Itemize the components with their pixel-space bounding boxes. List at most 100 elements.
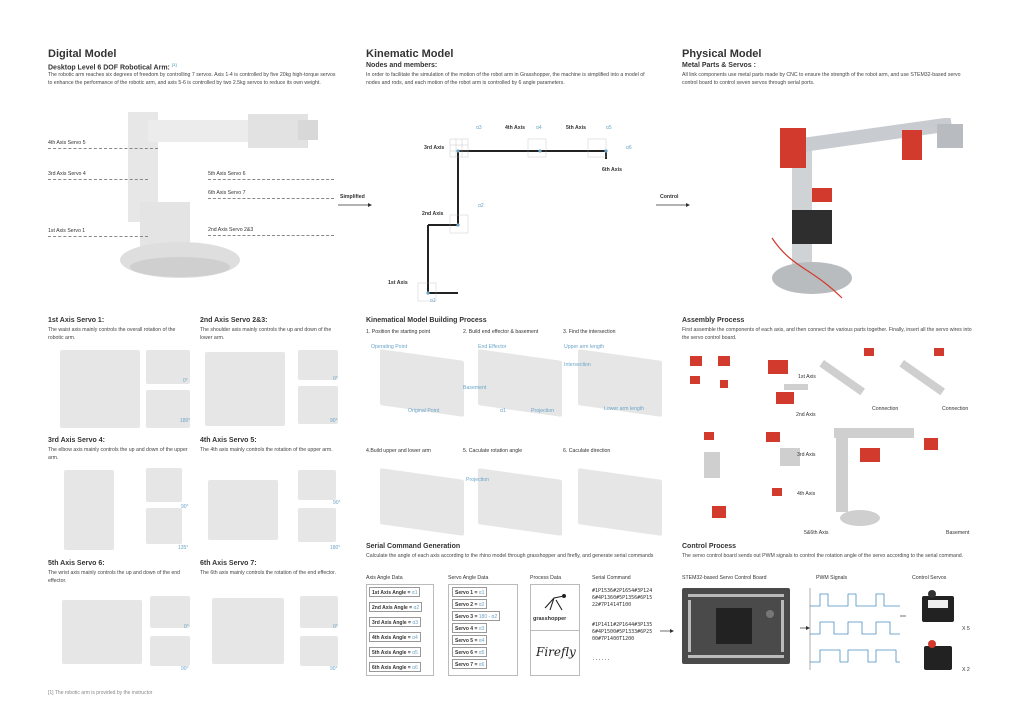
process-divider: [530, 630, 580, 631]
assembly-label-2nd: 2nd Axis: [796, 412, 816, 418]
physical-title: Physical Model: [682, 48, 762, 60]
axis3-body: The elbow axis mainly controls the up an…: [48, 447, 188, 461]
serial-title: Serial Command Generation: [366, 543, 461, 550]
label-end-effector: End Effector: [478, 344, 507, 350]
building-plane-2: [478, 349, 562, 417]
axis3-render-a: [146, 468, 182, 502]
servo-motor-large-icon: [922, 590, 954, 622]
serial-cmd-3: ......: [592, 656, 611, 662]
building-plane-1: [380, 349, 464, 417]
axis1-angle-a: 0°: [183, 378, 188, 384]
kin-angle-4: α4: [536, 125, 542, 131]
axis5-render: [62, 600, 142, 664]
col-control-servos: Control Servos: [912, 575, 947, 581]
servo-angle-row: Servo 6 = α5: [452, 647, 488, 657]
axis-angle-table: [366, 584, 434, 676]
assembly-label-basement: Basement: [946, 530, 970, 536]
building-step-4: 4.Build upper and lower arm: [366, 448, 431, 454]
kin-angle-2: α2: [478, 203, 484, 209]
assembly-body: First assemble the components of each ax…: [682, 327, 972, 341]
building-title: Kinematical Model Building Process: [366, 317, 487, 324]
label-5th-axis: 5th Axis Servo 6: [208, 171, 246, 177]
axis3-render-b: [146, 508, 182, 544]
label-3rd-axis: 3rd Axis Servo 4: [48, 171, 86, 177]
assembly-photos: [690, 348, 945, 526]
building-step-5: 5. Caculate rotation angle: [463, 448, 523, 454]
kinematic-subtitle: Nodes and members:: [366, 62, 438, 69]
assembly-label-4th: 4th Axis: [797, 491, 816, 497]
kin-axis-4: 4th Axis: [505, 125, 525, 131]
axis6-body: The 6th axis mainly controls the rotatio…: [200, 570, 337, 576]
physical-robot-photo: [771, 118, 963, 299]
axis3-angle-b: 135°: [178, 545, 189, 551]
servo-count-x5: X 5: [962, 626, 970, 632]
axis-angle-row: 1st Axis Angle = α1: [369, 587, 421, 597]
kin-angle-3: α3: [476, 125, 482, 131]
axis-angle-row: 4th Axis Angle = α4: [369, 632, 421, 642]
label-projection-2: Projection: [466, 477, 490, 483]
kinematic-node-diagram: [417, 138, 608, 302]
kin-axis-3: 3rd Axis: [424, 145, 445, 151]
axis6-title: 6th Axis Servo 7:: [200, 560, 257, 567]
label-lower-arm: Lower arm length: [604, 406, 645, 412]
axis4-angle-b: 180°: [330, 545, 341, 551]
axis2-angle-a: 0°: [333, 376, 338, 382]
axis2-angle-b: 90°: [330, 418, 338, 424]
axis1-angle-b: 180°: [180, 418, 191, 424]
digital-body: The robotic arm reaches six degrees of f…: [48, 72, 336, 86]
label-intersection: Intersection: [564, 362, 591, 368]
label-basement: Basement: [463, 385, 487, 391]
axis5-render-a: [150, 596, 190, 628]
arrow-right-icon: [656, 203, 690, 207]
building-plane-6: [578, 468, 662, 536]
axis4-angle-a: 90°: [333, 500, 341, 506]
kinematic-title: Kinematic Model: [366, 48, 454, 60]
leader-6th: [208, 198, 334, 199]
kin-axis-2: 2nd Axis: [422, 211, 444, 217]
kin-axis-5: 5th Axis: [566, 125, 586, 131]
axis5-title: 5th Axis Servo 6:: [48, 560, 105, 567]
assembly-label-connection-1: Connection: [872, 406, 899, 412]
axis6-angle-b: 90°: [330, 666, 338, 672]
servo-angle-row: Servo 5 = α4: [452, 635, 488, 645]
servo-angle-row: Servo 2 = α2: [452, 599, 488, 609]
axis3-title: 3rd Axis Servo 4:: [48, 437, 105, 444]
leader-2nd: [208, 235, 334, 236]
axis1-body: The waist axis mainly controls the overa…: [48, 327, 176, 341]
servo-angle-row: Servo 1 = α1: [452, 587, 488, 597]
digital-subtitle: Desktop Level 6 DOF Robotical Arm: [1]: [48, 62, 177, 72]
axis5-body: The wrist axis mainly controls the up an…: [48, 570, 181, 584]
control-title: Control Process: [682, 543, 737, 550]
axis6-render: [212, 598, 284, 664]
assembly-label-3rd: 3rd Axis: [797, 452, 816, 458]
building-plane-4: [380, 468, 464, 536]
servo-count-x2: X 2: [962, 667, 970, 673]
kin-axis-6: 6th Axis: [602, 167, 622, 173]
axis5-angle-a: 0°: [184, 624, 189, 630]
building-step-2: 2. Build end effector & basement: [463, 329, 539, 335]
kin-angle-6: α6: [626, 145, 632, 151]
building-step-1: 1. Position the starting point: [366, 329, 431, 335]
physical-subtitle: Metal Parts & Servos :: [682, 62, 756, 69]
serial-body: Calculate the angle of each axis accordi…: [366, 553, 654, 559]
servo-motor-small-icon: [924, 640, 952, 670]
kin-angle-5: α5: [606, 125, 612, 131]
kin-axis-1: 1st Axis: [388, 280, 408, 286]
leader-1st: [48, 236, 148, 237]
kin-angle-1: α1: [430, 298, 436, 304]
axis1-title: 1st Axis Servo 1:: [48, 317, 105, 324]
leader-5th: [208, 179, 334, 180]
col-axis-angle: Axis Angle Data: [366, 575, 403, 581]
servo-angle-row: Servo 7 = α6: [452, 659, 488, 669]
grasshopper-icon: [544, 594, 566, 611]
assembly-label-1st: 1st Axis: [798, 374, 816, 380]
footnote: [1] The robotic arm is provided by the i…: [48, 690, 153, 696]
axis6-angle-a: 0°: [333, 624, 338, 630]
axis1-render: [60, 350, 140, 428]
col-pwm: PWM Signals: [816, 575, 848, 581]
axis5-angle-b: 90°: [181, 666, 189, 672]
axis2-title: 2nd Axis Servo 2&3:: [200, 317, 268, 324]
arrow-right-icon: [338, 203, 372, 207]
col-serial-cmd: Serial Command: [592, 575, 631, 581]
axis-angle-row: 2nd Axis Angle = α2: [369, 602, 423, 612]
